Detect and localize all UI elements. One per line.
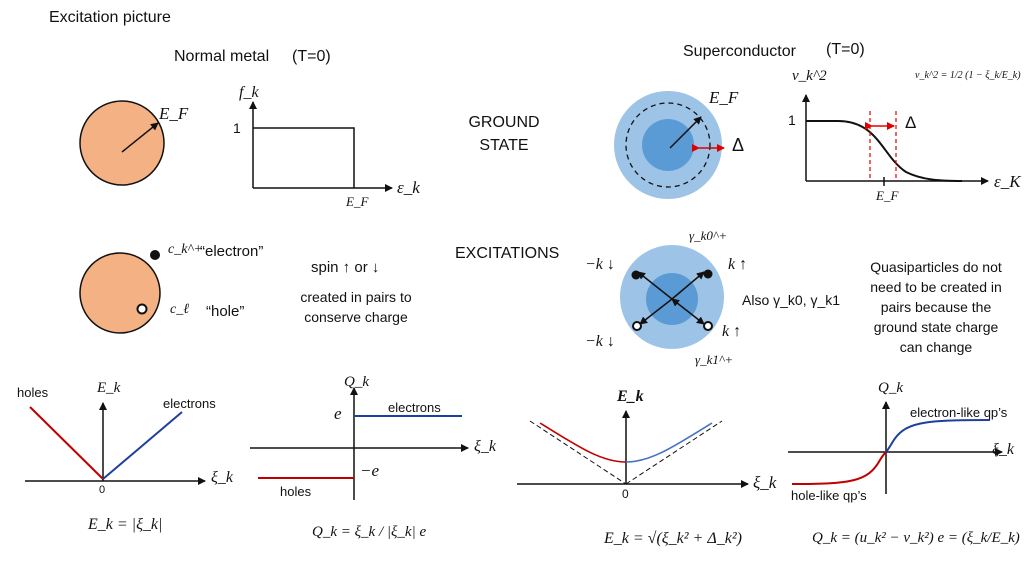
qp-top-operator: γ_k0^+ (689, 228, 728, 243)
qp-note-line-4: ground state charge (873, 319, 999, 335)
also-label: Also γ_k0, γ_k1 (742, 292, 841, 308)
vk2-tick-one: 1 (788, 112, 796, 128)
qp-label-top-left: −k ↓ (585, 256, 615, 273)
qp-charge-electron-side (885, 419, 991, 453)
q-plot-lower-tick: −e (360, 461, 380, 480)
electron-dot (150, 250, 160, 260)
sc-inner-sphere (642, 119, 694, 171)
electron-label: “electron” (200, 243, 264, 260)
hole-like-label: hole-like qp’s (791, 488, 867, 503)
bcs-origin: 0 (622, 487, 629, 501)
qp-label-bottom-right: k ↑ (722, 323, 742, 340)
hole-label: “hole” (206, 303, 245, 320)
hole-dot (136, 303, 148, 315)
qp-arrow-2 (671, 271, 705, 300)
ground-state-label-2: STATE (479, 137, 529, 154)
vk2-xlabel: ε_K (994, 172, 1021, 191)
qp-note-line-1: Quasiparticles do not (870, 259, 1002, 275)
step-function (253, 127, 355, 188)
e-plot-xlabel: ξ_k (211, 469, 233, 486)
electron-like-label: electron-like qp’s (910, 405, 1008, 420)
vk2-curve (806, 120, 963, 182)
electron-operator: c_k^+ (168, 242, 203, 257)
bcs-formula: E_k = √(ξ_k² + Δ_k²) (604, 530, 742, 547)
normal-metal-temp: (T=0) (292, 48, 331, 65)
pairs-note-line-1: created in pairs to (300, 289, 412, 305)
q-plot-ylabel: Q_k (344, 374, 369, 390)
occupation-xtick: E_F (346, 194, 369, 209)
sc-gap-label: Δ (732, 135, 745, 155)
qp-charge-xlabel: ξ_k (992, 441, 1014, 458)
e-plot-ylabel: E_k (97, 380, 121, 396)
qp-note-line-5: can change (899, 339, 973, 355)
normal-dispersion-right (625, 420, 723, 485)
qp-arrow-3 (639, 298, 673, 325)
bcs-curve-electron-side (625, 422, 713, 463)
qp-note-line-3: pairs because the (880, 299, 992, 315)
q-plot-electrons-label: electrons (388, 400, 441, 415)
electrons-branch-label: electrons (163, 396, 216, 411)
holes-branch-label: holes (17, 385, 49, 400)
spin-text: spin ↑ or ↓ (311, 259, 380, 276)
superconductor-heading: Superconductor (683, 43, 796, 60)
excitations-label: EXCITATIONS (455, 245, 560, 262)
q-plot-upper-tick: e (334, 404, 342, 423)
qp-electron-dot-right (703, 269, 713, 279)
sc-fermi-radius-arrow (669, 116, 702, 149)
q-plot-holes-label: holes (280, 484, 312, 499)
vk2-gap-label: Δ (905, 113, 917, 132)
e-plot-formula: E_k = |ξ_k| (88, 516, 163, 533)
electrons-branch (102, 411, 183, 480)
vk2-ylabel: v_k^2 (792, 68, 827, 84)
e-plot-origin: 0 (99, 484, 106, 496)
qp-note: Quasiparticles do not need to be created… (852, 257, 1020, 357)
qp-charge-ylabel: Q_k (878, 380, 903, 396)
fermi-sphere (79, 100, 165, 186)
bcs-xlabel: ξ_k (753, 473, 777, 492)
qp-electron-dot-left (631, 270, 641, 280)
ground-state-label-1: GROUND (468, 114, 540, 131)
qp-hole-dot-right (703, 321, 713, 331)
qp-arrow-1 (637, 271, 680, 307)
qp-label-top-right: k ↑ (728, 256, 748, 273)
fermi-radius-arrow (121, 122, 159, 153)
q-plot-xlabel: ξ_k (474, 438, 496, 455)
normal-metal-heading: Normal metal (174, 48, 270, 65)
pairs-note-line-2: conserve charge (304, 309, 408, 325)
qp-arrow-4 (671, 298, 705, 325)
qp-label-bottom-left: −k ↓ (585, 333, 615, 350)
qp-hole-dot-left (632, 321, 642, 331)
qp-charge-formula: Q_k = (u_k² − v_k²) e = (ξ_k/E_k) e (812, 530, 1024, 546)
normal-dispersion-left (529, 420, 627, 485)
page-title: Excitation picture (49, 9, 171, 26)
sc-fermi-label: E_F (709, 88, 739, 107)
fermi-energy-label: E_F (159, 104, 189, 123)
vk2-xtick: E_F (876, 188, 899, 203)
qp-charge-hole-side (791, 451, 887, 485)
qp-bottom-operator: γ_k1^+ (695, 352, 734, 367)
bcs-curve-hole-side (539, 422, 627, 463)
bcs-ylabel: E_k (617, 388, 644, 405)
vk2-formula: v_k^2 = 1/2 (1 − ξ_k/E_k) (915, 70, 1021, 81)
hole-operator: c_ℓ (170, 302, 190, 317)
occupation-tick-one: 1 (233, 120, 241, 136)
superconductor-temp: (T=0) (826, 41, 865, 58)
q-plot-formula: Q_k = ξ_k / |ξ_k| e (312, 524, 427, 540)
holes-branch (29, 406, 104, 480)
excitation-sphere (79, 252, 161, 334)
occupation-xlabel: ε_k (397, 178, 420, 197)
occupation-ylabel: f_k (239, 84, 259, 101)
qp-note-line-2: need to be created in (870, 279, 1002, 295)
